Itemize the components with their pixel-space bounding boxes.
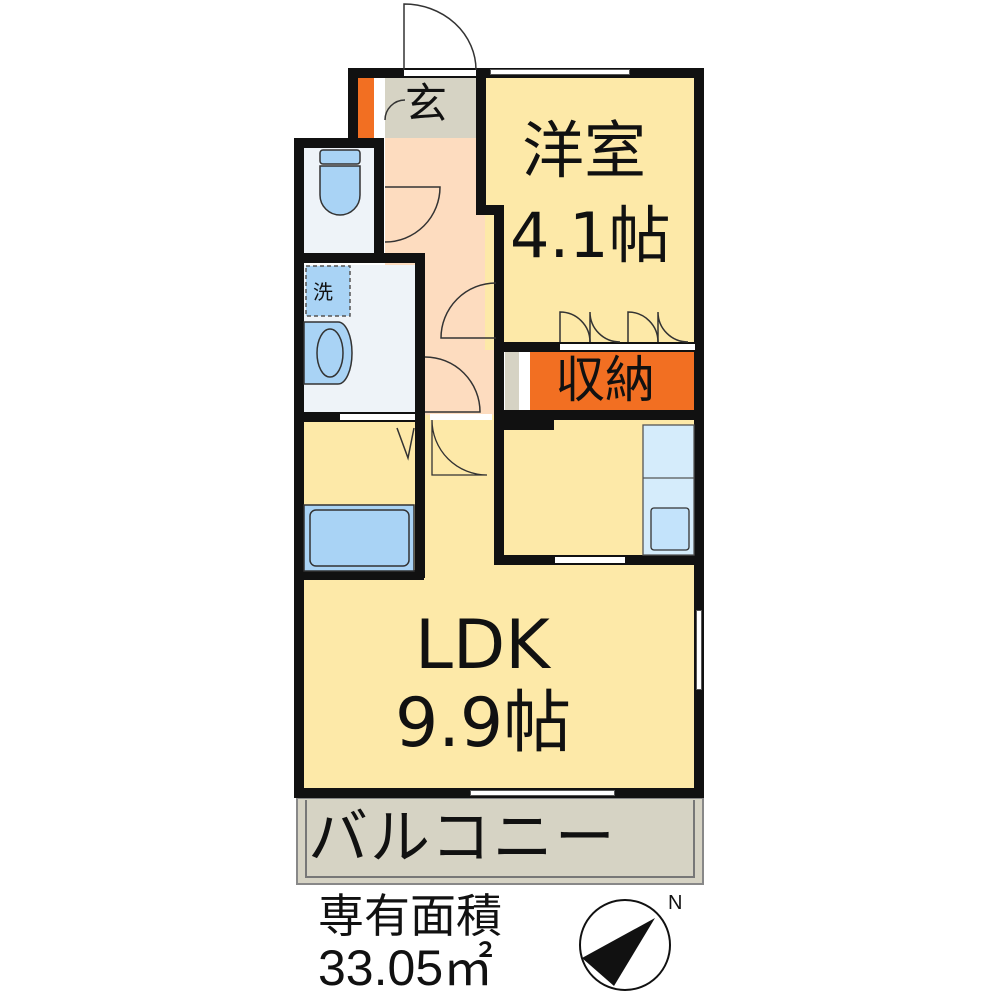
wall: [476, 68, 486, 213]
balcony-label: バルコニー: [308, 803, 617, 873]
entrance-floor: [385, 76, 482, 138]
entry-closet: [358, 76, 374, 138]
wall: [694, 68, 704, 798]
kitchen-counter-icon: [642, 424, 695, 556]
toilet-icon: [319, 149, 361, 216]
window-ldk-east: [696, 610, 702, 690]
wall: [294, 138, 304, 798]
wall: [294, 253, 424, 263]
compass-north-label: N: [668, 892, 683, 914]
balcony: [296, 797, 704, 885]
ldk-label: LDK: [415, 606, 550, 685]
storage-label: 収納: [555, 351, 655, 409]
storage-doors-opening: [560, 344, 695, 350]
window-western-room: [490, 69, 630, 75]
wall: [494, 420, 554, 430]
washer-label: 洗: [313, 280, 333, 304]
wall: [494, 205, 504, 565]
window-ldk-south: [470, 790, 615, 796]
western-room-size: 4.1帖: [510, 199, 671, 272]
western-room-label: 洋室: [522, 114, 647, 187]
storage-floor: [530, 352, 695, 412]
area-label: 専有面積: [318, 889, 502, 943]
bathtub-icon: [303, 504, 415, 572]
wall: [294, 138, 384, 148]
washer-icon: [305, 265, 351, 317]
wall: [374, 138, 384, 256]
ldk-size: 9.9帖: [395, 684, 572, 763]
entrance-door-opening: [404, 70, 476, 76]
entrance-label: 玄: [405, 79, 448, 128]
balcony-inner-line: [305, 800, 695, 878]
compass-icon: [579, 899, 671, 991]
ldk-door-opening: [430, 414, 492, 420]
wall: [476, 205, 504, 215]
wall: [294, 570, 424, 580]
storage-side-gray: [505, 352, 519, 412]
sink-icon: [303, 321, 353, 385]
wall: [494, 410, 704, 420]
bath-door-opening: [340, 414, 415, 420]
wall: [348, 68, 358, 148]
area-value: 33.05㎡: [318, 940, 494, 996]
kitchen-window: [555, 557, 625, 563]
